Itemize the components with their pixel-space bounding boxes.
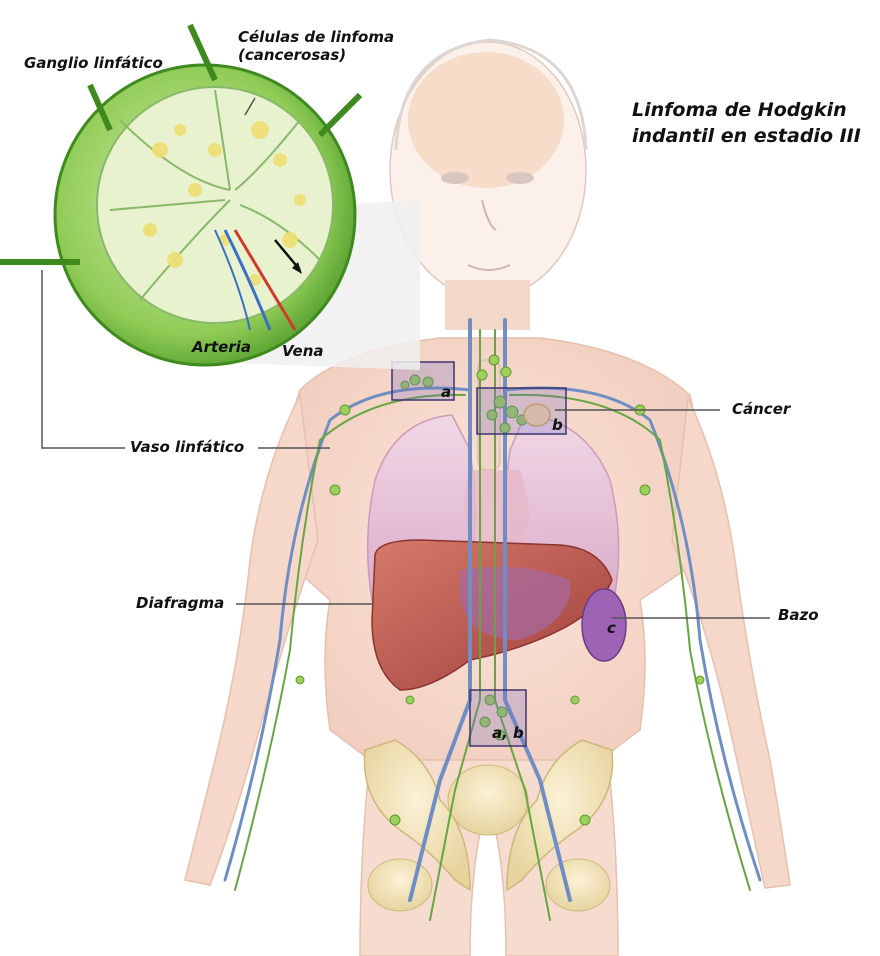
spleen (581, 588, 627, 662)
label-lymphoma-cells-1: Células de linfoma (238, 28, 395, 46)
title-line-2: indantil en estadio III (632, 125, 861, 147)
marker-ab: a, b (492, 724, 524, 742)
liver (371, 539, 613, 691)
marker-b: b (552, 416, 563, 434)
box-b (476, 387, 567, 435)
label-diaphragm: Diafragma (136, 594, 225, 612)
marker-a: a (441, 383, 452, 401)
title-line-1: Linfoma de Hodgkin (632, 99, 847, 121)
cancer-mass (523, 403, 551, 427)
lymph-vessels (223, 318, 762, 921)
box-ab (469, 689, 527, 747)
leader-lines (41, 97, 770, 619)
label-lymph-node: Ganglio linfático (24, 54, 163, 72)
label-spleen: Bazo (778, 606, 819, 624)
label-vein: Vena (282, 342, 324, 360)
label-lymph-vessel: Vaso linfático (130, 438, 245, 456)
label-cancer: Cáncer (732, 400, 791, 418)
label-lymphoma-cells-2: (cancerosas) (238, 46, 347, 64)
label-artery: Arteria (192, 338, 252, 356)
lymph-node-inset (0, 23, 420, 370)
marker-c: c (607, 619, 616, 637)
lymph-node-dots (295, 354, 705, 826)
pelvis (363, 739, 614, 912)
